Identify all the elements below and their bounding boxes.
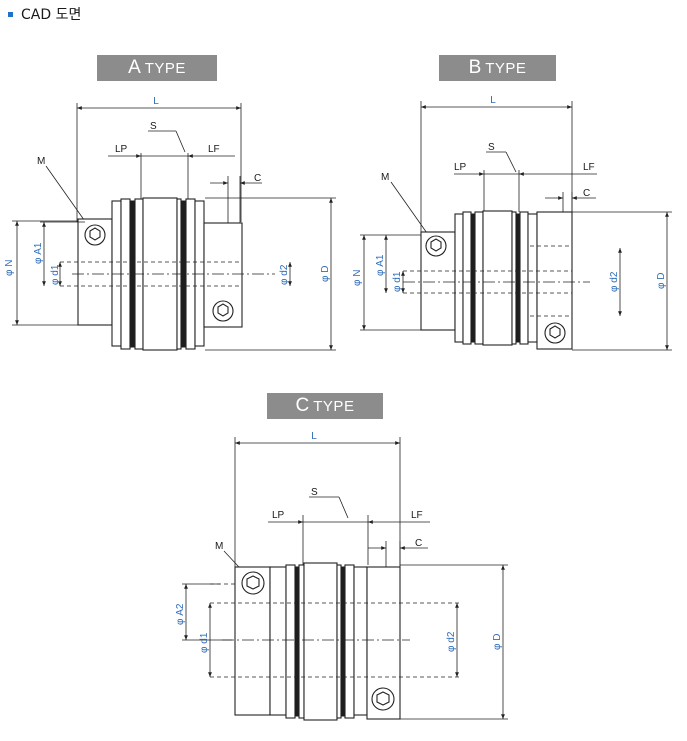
c-label-LP: LP <box>272 510 285 521</box>
badge-a-type: A TYPE <box>97 55 217 81</box>
c-label-C: C <box>415 538 422 549</box>
a-label-D: φ D <box>320 266 331 282</box>
badge-c-letter: C <box>295 395 310 416</box>
c-label-LF: LF <box>411 510 423 521</box>
a-label-A1: φ A1 <box>33 242 44 264</box>
b-label-D: φ D <box>656 273 667 289</box>
a-label-LP: LP <box>115 144 128 155</box>
a-label-LF: LF <box>208 144 220 155</box>
bullet-icon <box>8 11 13 17</box>
c-label-A2: φ A2 <box>175 603 186 625</box>
a-label-C: C <box>254 173 261 184</box>
a-label-N: φ N <box>4 260 15 276</box>
drawing-c-type: L S LP LF C M <box>175 431 508 721</box>
c-label-d1: φ d1 <box>199 632 210 653</box>
b-label-N: φ N <box>352 270 363 286</box>
a-label-d1: φ d1 <box>50 264 61 285</box>
a-label-S: S <box>150 121 157 132</box>
b-label-A1: φ A1 <box>375 254 386 276</box>
c-label-M: M <box>215 541 223 552</box>
b-label-LF: LF <box>583 162 595 173</box>
badge-a-word: TYPE <box>144 59 186 77</box>
c-label-D: φ D <box>492 634 503 650</box>
c-label-d2: φ d2 <box>446 631 457 652</box>
a-label-M: M <box>37 156 45 167</box>
b-label-S: S <box>488 142 495 153</box>
section-title: CAD 도면 <box>21 7 82 23</box>
badge-a-letter: A <box>128 57 141 78</box>
drawing-a-type: L S LP LF C M <box>4 96 336 351</box>
c-label-S: S <box>311 487 318 498</box>
b-label-C: C <box>583 188 590 199</box>
b-label-d1: φ d1 <box>392 271 403 292</box>
badge-b-type: B TYPE <box>439 55 556 81</box>
b-label-L: L <box>490 95 496 106</box>
c-label-L: L <box>311 431 317 442</box>
badge-c-word: TYPE <box>313 397 355 415</box>
section-header: CAD 도면 <box>8 4 81 24</box>
a-label-d2: φ d2 <box>279 264 290 285</box>
b-label-M: M <box>381 172 389 183</box>
badge-c-type: C TYPE <box>267 393 383 419</box>
drawing-b-type: L S LP LF C M <box>352 95 672 351</box>
b-label-LP: LP <box>454 162 467 173</box>
badge-b-word: TYPE <box>485 59 527 77</box>
b-label-d2: φ d2 <box>609 271 620 292</box>
badge-b-letter: B <box>468 57 482 78</box>
a-label-L: L <box>153 96 159 107</box>
